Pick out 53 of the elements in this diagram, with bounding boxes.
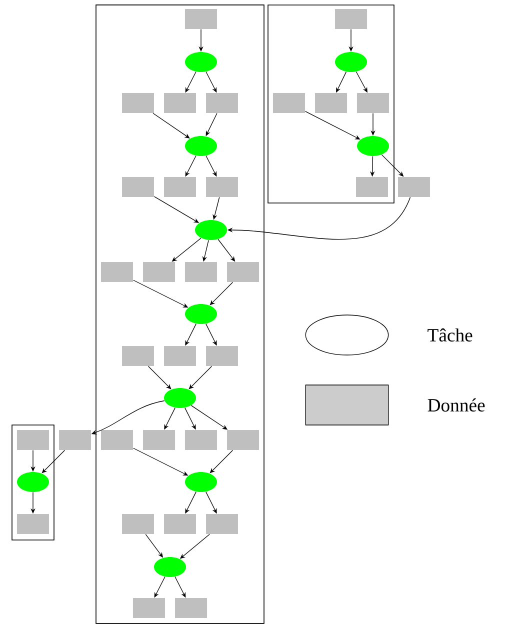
data-box bbox=[122, 93, 154, 113]
arrow bbox=[188, 366, 212, 390]
cluster-frame bbox=[12, 424, 54, 540]
arrow bbox=[210, 450, 234, 474]
arrow bbox=[210, 282, 234, 306]
data-box bbox=[175, 598, 207, 618]
task-ellipse bbox=[195, 220, 227, 240]
data-box bbox=[357, 93, 389, 113]
data-box bbox=[227, 262, 259, 282]
data-box bbox=[164, 177, 196, 197]
data-box bbox=[185, 9, 217, 29]
task-ellipse bbox=[17, 472, 49, 492]
arrow bbox=[42, 450, 66, 474]
data-box bbox=[185, 262, 217, 282]
task-ellipse bbox=[164, 388, 196, 408]
data-box bbox=[17, 514, 49, 534]
data-box bbox=[273, 93, 305, 113]
arrow bbox=[152, 112, 190, 138]
data-box bbox=[164, 93, 196, 113]
data-box bbox=[398, 177, 430, 197]
data-box bbox=[122, 346, 154, 366]
legend-label: Donnée bbox=[428, 398, 485, 412]
data-box bbox=[335, 9, 367, 29]
data-box bbox=[17, 430, 49, 450]
data-box bbox=[227, 430, 259, 450]
data-box bbox=[206, 177, 238, 197]
data-box bbox=[206, 93, 238, 113]
legend-label: Tâche bbox=[428, 328, 472, 342]
data-box bbox=[122, 177, 154, 197]
data-box bbox=[133, 598, 165, 618]
data-box bbox=[315, 93, 347, 113]
data-box bbox=[164, 346, 196, 366]
data-box bbox=[356, 177, 388, 197]
data-box bbox=[185, 430, 217, 450]
task-ellipse bbox=[185, 304, 217, 324]
task-ellipse bbox=[335, 52, 367, 72]
task-ellipse bbox=[185, 472, 217, 492]
data-box bbox=[143, 262, 175, 282]
cluster-frame bbox=[96, 4, 264, 624]
task-ellipse bbox=[154, 557, 186, 577]
data-box bbox=[164, 514, 196, 534]
arrow bbox=[148, 366, 172, 390]
data-box bbox=[206, 514, 238, 534]
task-ellipse bbox=[357, 136, 389, 156]
data-box bbox=[59, 430, 91, 450]
task-ellipse bbox=[185, 52, 217, 72]
task-ellipse bbox=[185, 136, 217, 156]
data-box bbox=[122, 514, 154, 534]
data-box bbox=[206, 346, 238, 366]
data-box bbox=[143, 430, 175, 450]
data-box bbox=[101, 430, 133, 450]
cluster-frame bbox=[268, 4, 394, 204]
data-box bbox=[101, 262, 133, 282]
